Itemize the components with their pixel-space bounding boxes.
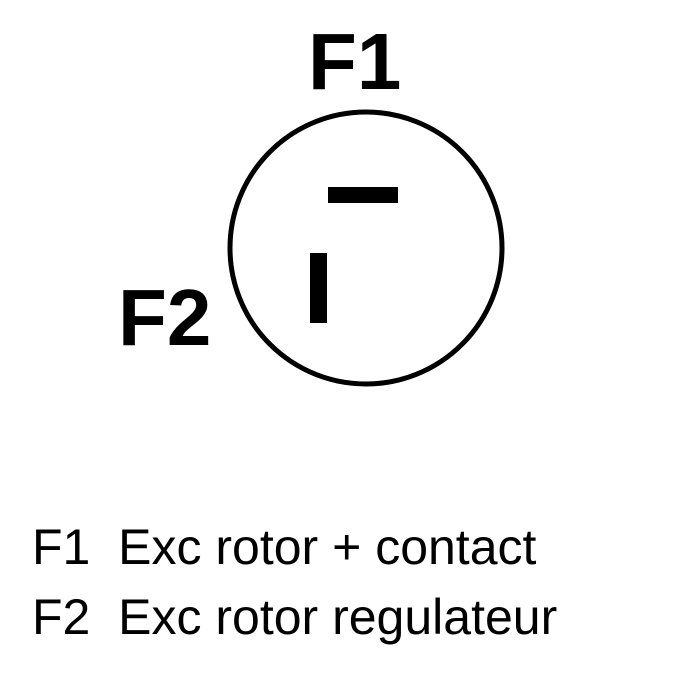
f1-pin-terminal	[328, 187, 398, 203]
legend-desc: Exc rotor regulateur	[118, 589, 558, 645]
legend-row-f1: F1 Exc rotor + contact	[32, 522, 536, 572]
connector-outline	[227, 109, 505, 387]
f1-label: F1	[308, 17, 402, 106]
f2-label: F2	[118, 273, 212, 362]
legend-desc: Exc rotor + contact	[118, 519, 537, 575]
legend-row-f2: F2 Exc rotor regulateur	[32, 592, 557, 642]
legend-pin: F2	[32, 589, 91, 645]
f2-pin-terminal	[310, 253, 327, 323]
legend-pin: F1	[32, 519, 91, 575]
